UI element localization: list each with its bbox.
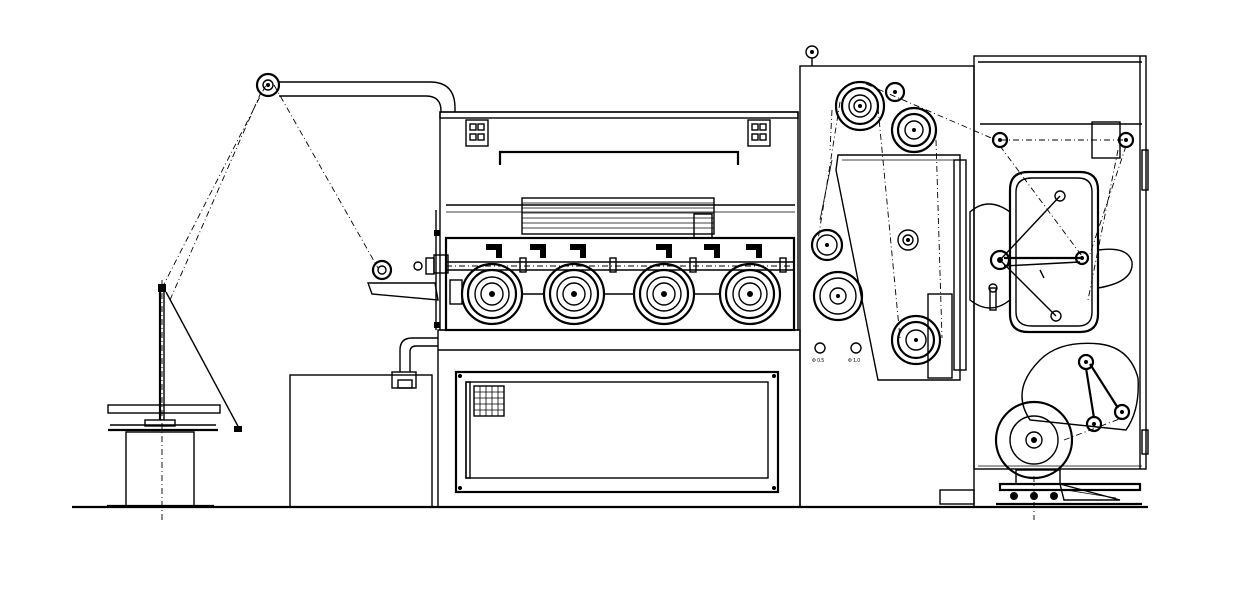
- payoff-spool: [125, 431, 195, 508]
- guide-pulley-arm: [255, 72, 456, 112]
- panel-grille: [473, 385, 505, 417]
- gauge-right-label: Ф 1.0: [848, 358, 860, 364]
- spooler-tower: [969, 55, 1149, 520]
- traverse-window: [1008, 170, 1100, 334]
- drawing-box-lower: [437, 329, 801, 508]
- gauge-left-label: Ф 0.5: [812, 358, 824, 364]
- drawing-box: [433, 111, 801, 508]
- tower-frame: [799, 65, 975, 508]
- gauge-right: [850, 342, 862, 354]
- coolant-pipe: [391, 337, 438, 389]
- capstan-3: [632, 262, 696, 326]
- takeup-spool: [994, 400, 1074, 480]
- upper-right-pulley: [890, 106, 938, 154]
- lower-panel: [438, 349, 800, 494]
- door-handle: [498, 150, 740, 165]
- gauge-left: [814, 342, 826, 354]
- dancer-plate: [835, 154, 961, 381]
- capstan-4: [718, 262, 782, 326]
- capstans: [446, 262, 794, 326]
- lower-capstan: [812, 270, 864, 322]
- vent-grille: [521, 197, 715, 235]
- drawing-box-upper: [439, 111, 799, 331]
- wire-path: [161, 84, 379, 301]
- inlet-guide: [367, 257, 439, 301]
- capstan-window: [444, 236, 796, 332]
- lower-tower-pulley: [890, 314, 942, 366]
- capstan-1: [460, 262, 524, 326]
- spooler-base: [996, 469, 1142, 520]
- motor-box: [289, 374, 433, 508]
- upper-pulley: [834, 80, 886, 132]
- middle-tower: Ф 0.5 Ф 1.0: [799, 45, 997, 508]
- takeup-arm: [1021, 342, 1139, 431]
- top-guide-pulley: [255, 72, 281, 98]
- dancer-rollers: [1063, 353, 1131, 441]
- die-holders: [486, 244, 787, 273]
- capstan-2: [542, 262, 606, 326]
- payoff-stand: [107, 280, 242, 520]
- access-door: [454, 370, 780, 494]
- tension-capstan: [810, 228, 844, 262]
- traverse-cam: [969, 203, 1011, 309]
